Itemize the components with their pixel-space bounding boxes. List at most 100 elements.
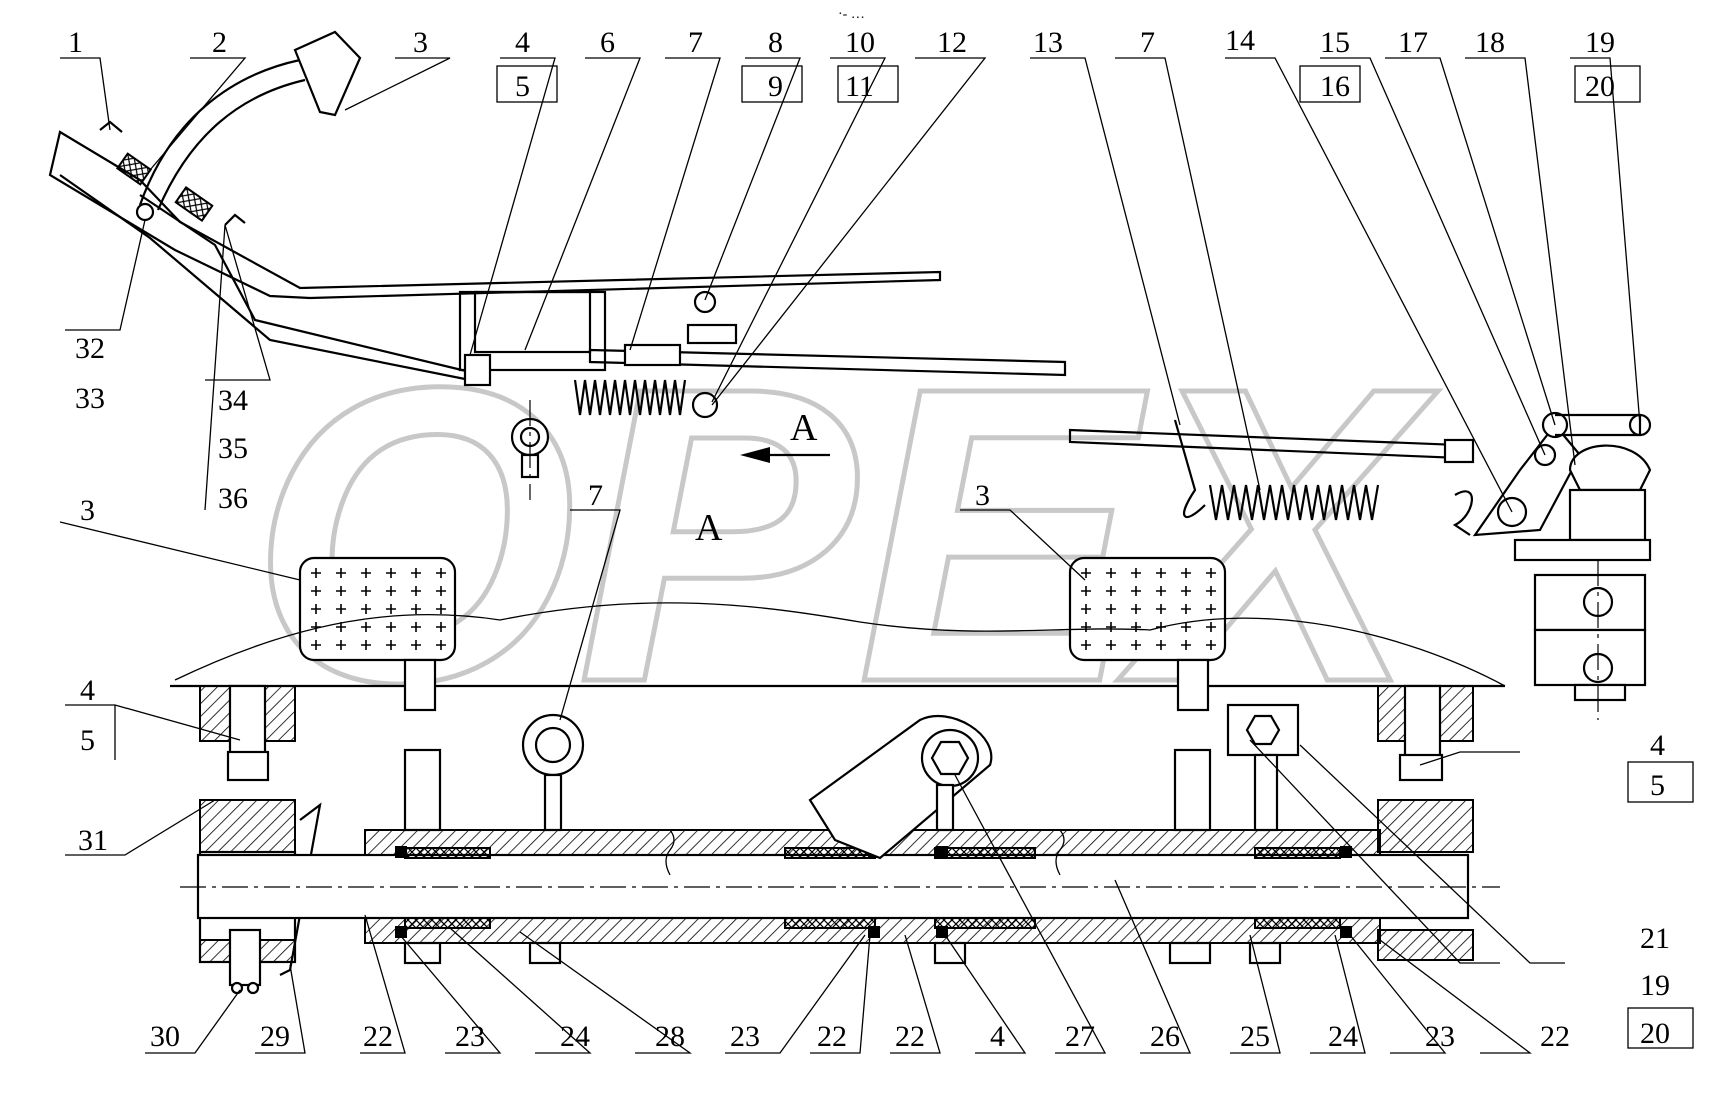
callout-32: 32 [75,332,105,365]
pad-grip-mark [1181,586,1191,596]
pad-grip-mark [361,586,371,596]
callout-24-a: 24 [560,1020,590,1053]
pad-grip-mark [311,568,321,578]
pad-grip-mark [1156,640,1166,650]
callout-29: 29 [260,1020,290,1053]
pad-grip-mark [436,640,446,650]
callout-22-c: 22 [895,1020,925,1053]
top-mark: ·‐ … [838,7,865,22]
pad-grip-mark [1081,586,1091,596]
callout-22-a: 22 [363,1020,393,1053]
callout-19: 19 [1585,26,1615,59]
callout-21: 21 [1640,922,1670,955]
pad-grip-mark [386,604,396,614]
pad-grip-mark [1206,640,1216,650]
callout-13: 13 [1033,26,1063,59]
pad-grip-mark [336,622,346,632]
pad-grip-mark [411,586,421,596]
pad-grip-mark [1156,604,1166,614]
callout-3: 3 [413,26,428,59]
pad-grip-mark [336,586,346,596]
pad-grip-mark [1106,586,1116,596]
callout-1: 1 [68,26,83,59]
pad-grip-mark [1106,604,1116,614]
pad-grip-mark [1206,604,1216,614]
pad-grip-mark [1131,568,1141,578]
left-pedal-pad [298,556,457,662]
callout-24-b: 24 [1328,1020,1358,1053]
pad-grip-mark [1181,604,1191,614]
callout-4-right: 4 [1650,729,1665,762]
callout-34: 34 [218,384,248,417]
pad-grip-mark [411,568,421,578]
callout-12: 12 [937,26,967,59]
callout-23-b: 23 [730,1020,760,1053]
pad-grip-mark [311,604,321,614]
callout-35: 35 [218,432,248,465]
pad-grip-mark [386,640,396,650]
callout-5-left: 5 [80,724,95,757]
pedal-pads [170,556,1506,712]
pad-grip-mark [1081,640,1091,650]
pad-grip-mark [1106,622,1116,632]
shaft-section [180,684,1500,995]
callout-27: 27 [1065,1020,1095,1053]
callout-20-right: 20 [1640,1017,1670,1050]
callout-18: 18 [1475,26,1505,59]
right-pedal-pad [1068,556,1227,662]
pad-grip-mark [386,568,396,578]
pad-grip-mark [436,622,446,632]
callout-11: 11 [845,70,874,103]
callouts: 1 2 3 4 5 6 7 8 9 10 11 12 13 7 14 15 16… [68,24,1670,1053]
callout-23-a: 23 [455,1020,485,1053]
callout-7: 7 [688,26,703,59]
callout-9: 9 [768,70,783,103]
callout-7-mid: 7 [588,479,603,512]
pad-grip-mark [386,586,396,596]
pad-grip-mark [1131,622,1141,632]
callout-5-right: 5 [1650,769,1665,802]
callout-3-left: 3 [80,494,95,527]
callout-17: 17 [1398,26,1428,59]
pad-grip-mark [1156,568,1166,578]
callout-3-right: 3 [975,479,990,512]
view-arrow-letter: A [790,407,818,449]
pad-grip-mark [411,622,421,632]
callout-5: 5 [515,70,530,103]
pad-grip-mark [1106,640,1116,650]
pad-grip-mark [436,604,446,614]
pad-grip-mark [1106,568,1116,578]
pad-grip-mark [1206,568,1216,578]
pad-grip-mark [311,586,321,596]
leader-lines [59,57,1641,1054]
pad-grip-mark [361,640,371,650]
callout-15: 15 [1320,26,1350,59]
callout-28: 28 [655,1020,685,1053]
linkage-view [1068,411,1652,720]
callout-30: 30 [150,1020,180,1053]
pad-grip-mark [1131,640,1141,650]
callout-7-right: 7 [1140,26,1155,59]
pad-grip-mark [1081,568,1091,578]
callout-22-d: 22 [1540,1020,1570,1053]
pad-grip-mark [361,622,371,632]
callout-2: 2 [212,26,227,59]
callout-8: 8 [768,26,783,59]
callout-10: 10 [845,26,875,59]
callout-31: 31 [78,824,108,857]
callout-19-right: 19 [1640,969,1670,1002]
callout-33: 33 [75,382,105,415]
spring-left [573,379,687,416]
pad-grip-mark [1131,586,1141,596]
callout-36: 36 [218,482,248,515]
pad-grip-mark [1181,568,1191,578]
pad-grip-mark [1081,622,1091,632]
pad-grip-mark [336,640,346,650]
pad-grip-mark [336,568,346,578]
watermark-text: OPEX [250,301,1439,770]
pad-grip-mark [411,640,421,650]
pad-grip-mark [1181,640,1191,650]
callout-25: 25 [1240,1020,1270,1053]
pad-grip-mark [336,604,346,614]
